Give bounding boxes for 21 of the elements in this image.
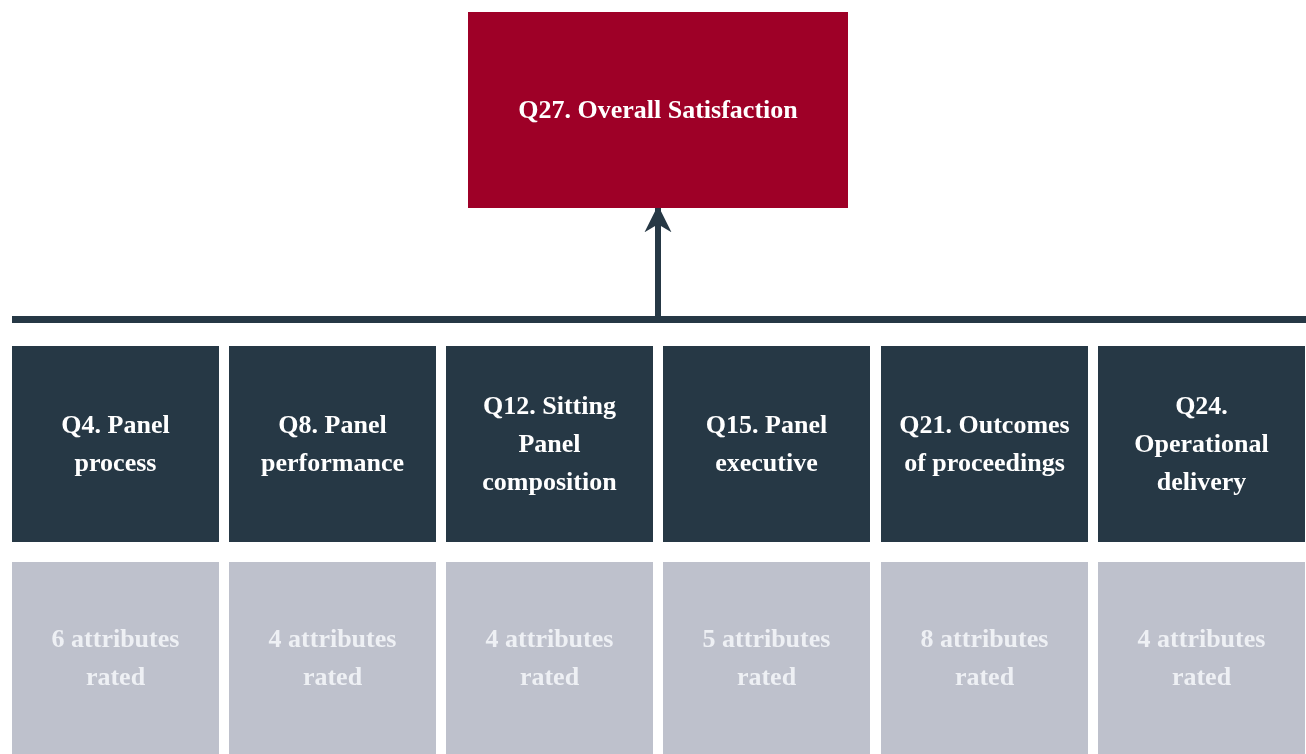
box-label: Q8. Panel performance (260, 409, 405, 479)
box-label: Q21. Outcomes of proceedings (898, 409, 1071, 479)
box-label: Q24. Operational delivery (1133, 390, 1270, 498)
box-label: Q12. Sitting Panel composition (481, 390, 618, 498)
attribute-box (446, 562, 653, 754)
attribute-box (12, 562, 219, 754)
question-box (446, 346, 653, 542)
box-label: Q15. Panel executive (704, 409, 829, 479)
attribute-box (881, 562, 1088, 754)
question-box (1098, 346, 1305, 542)
attribute-box (663, 562, 870, 754)
question-box (881, 346, 1088, 542)
question-box (12, 346, 219, 542)
box-label: Q4. Panel process (60, 409, 171, 479)
attribute-box (229, 562, 436, 754)
question-box (229, 346, 436, 542)
bar (12, 316, 1306, 323)
question-box (468, 12, 848, 208)
box-label: Q27. Overall Satisfaction (517, 94, 799, 126)
question-box (663, 346, 870, 542)
attribute-box (1098, 562, 1305, 754)
